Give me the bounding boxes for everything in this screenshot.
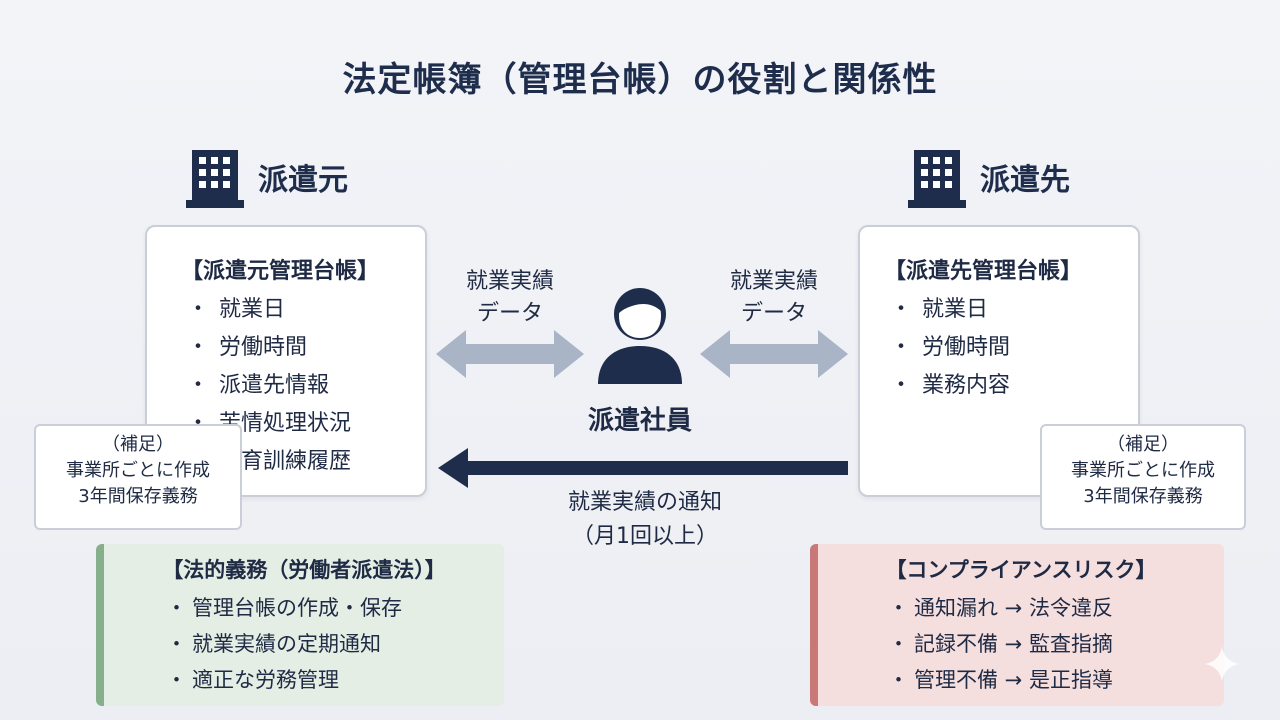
compliance-risk-list: 通知漏れ → 法令違反 記録不備 → 監査指摘 管理不備 → 是正指導	[888, 590, 1224, 698]
person-icon	[598, 288, 682, 384]
list-item: 就業日	[181, 291, 425, 329]
double-arrow-icon	[436, 330, 584, 378]
left-arrow-label: 就業実績 データ	[440, 266, 580, 330]
client-label: 派遣先	[980, 163, 1070, 198]
list-item: 派遣先情報	[181, 367, 425, 405]
dispatched-worker-label: 派遣社員	[587, 406, 692, 436]
notification-arrow-icon	[438, 448, 848, 488]
legal-obligations-title: 【法的義務（労働者派遣法）】	[162, 558, 446, 582]
note-line: 事業所ごとに作成	[66, 460, 210, 481]
arrow-label-line: 就業実績	[465, 269, 554, 294]
building-icon	[186, 146, 244, 208]
arrow-label-line: データ	[740, 301, 807, 326]
notification-label: 就業実績の通知 （月1回以上）	[520, 486, 770, 554]
compliance-risk-title: 【コンプライアンスリスク】	[885, 558, 1157, 582]
dispatcher-note: （補足） 事業所ごとに作成 3年間保存義務	[34, 424, 242, 530]
note-line: 3年間保存義務	[1083, 486, 1203, 507]
legal-obligations-panel: 【法的義務（労働者派遣法）】 管理台帳の作成・保存 就業実績の定期通知 適正な労…	[96, 544, 504, 706]
client-header: 派遣先	[908, 146, 1070, 208]
client-ledger-title: 【派遣先管理台帳】	[884, 259, 1083, 284]
list-item: 就業実績の定期通知	[166, 626, 504, 662]
note-heading: （補足）	[102, 434, 174, 455]
client-ledger-list: 就業日 労働時間 業務内容	[884, 291, 1138, 405]
list-item: 通知漏れ → 法令違反	[888, 590, 1224, 626]
building-icon	[908, 146, 966, 208]
sparkle-icon	[1204, 646, 1240, 682]
note-heading: （補足）	[1107, 434, 1179, 455]
note-line: 3年間保存義務	[78, 486, 198, 507]
legal-obligations-list: 管理台帳の作成・保存 就業実績の定期通知 適正な労務管理	[166, 590, 504, 698]
list-item: 労働時間	[884, 329, 1138, 367]
dispatcher-ledger-title: 【派遣元管理台帳】	[181, 259, 380, 284]
list-item: 適正な労務管理	[166, 662, 504, 698]
client-note: （補足） 事業所ごとに作成 3年間保存義務	[1040, 424, 1246, 530]
note-line: 事業所ごとに作成	[1071, 460, 1215, 481]
dispatcher-ledger-card: 【派遣元管理台帳】 就業日 労働時間 派遣先情報 苦情処理状況 教育訓練履歴	[145, 225, 427, 497]
notification-label-line: 就業実績の通知	[567, 490, 722, 515]
list-item: 就業日	[884, 291, 1138, 329]
right-arrow-label: 就業実績 データ	[704, 266, 844, 330]
list-item: 管理台帳の作成・保存	[166, 590, 504, 626]
double-arrow-icon	[700, 330, 848, 378]
list-item: 記録不備 → 監査指摘	[888, 626, 1224, 662]
compliance-risk-panel: 【コンプライアンスリスク】 通知漏れ → 法令違反 記録不備 → 監査指摘 管理…	[810, 544, 1224, 706]
list-item: 労働時間	[181, 329, 425, 367]
page-title: 法定帳簿（管理台帳）の役割と関係性	[342, 60, 938, 100]
dispatcher-label: 派遣元	[258, 163, 348, 198]
list-item: 管理不備 → 是正指導	[888, 662, 1224, 698]
arrow-label-line: データ	[476, 301, 543, 326]
arrow-label-line: 就業実績	[729, 269, 818, 294]
list-item: 業務内容	[884, 367, 1138, 405]
notification-label-line: （月1回以上）	[572, 524, 718, 549]
dispatcher-header: 派遣元	[186, 146, 348, 208]
